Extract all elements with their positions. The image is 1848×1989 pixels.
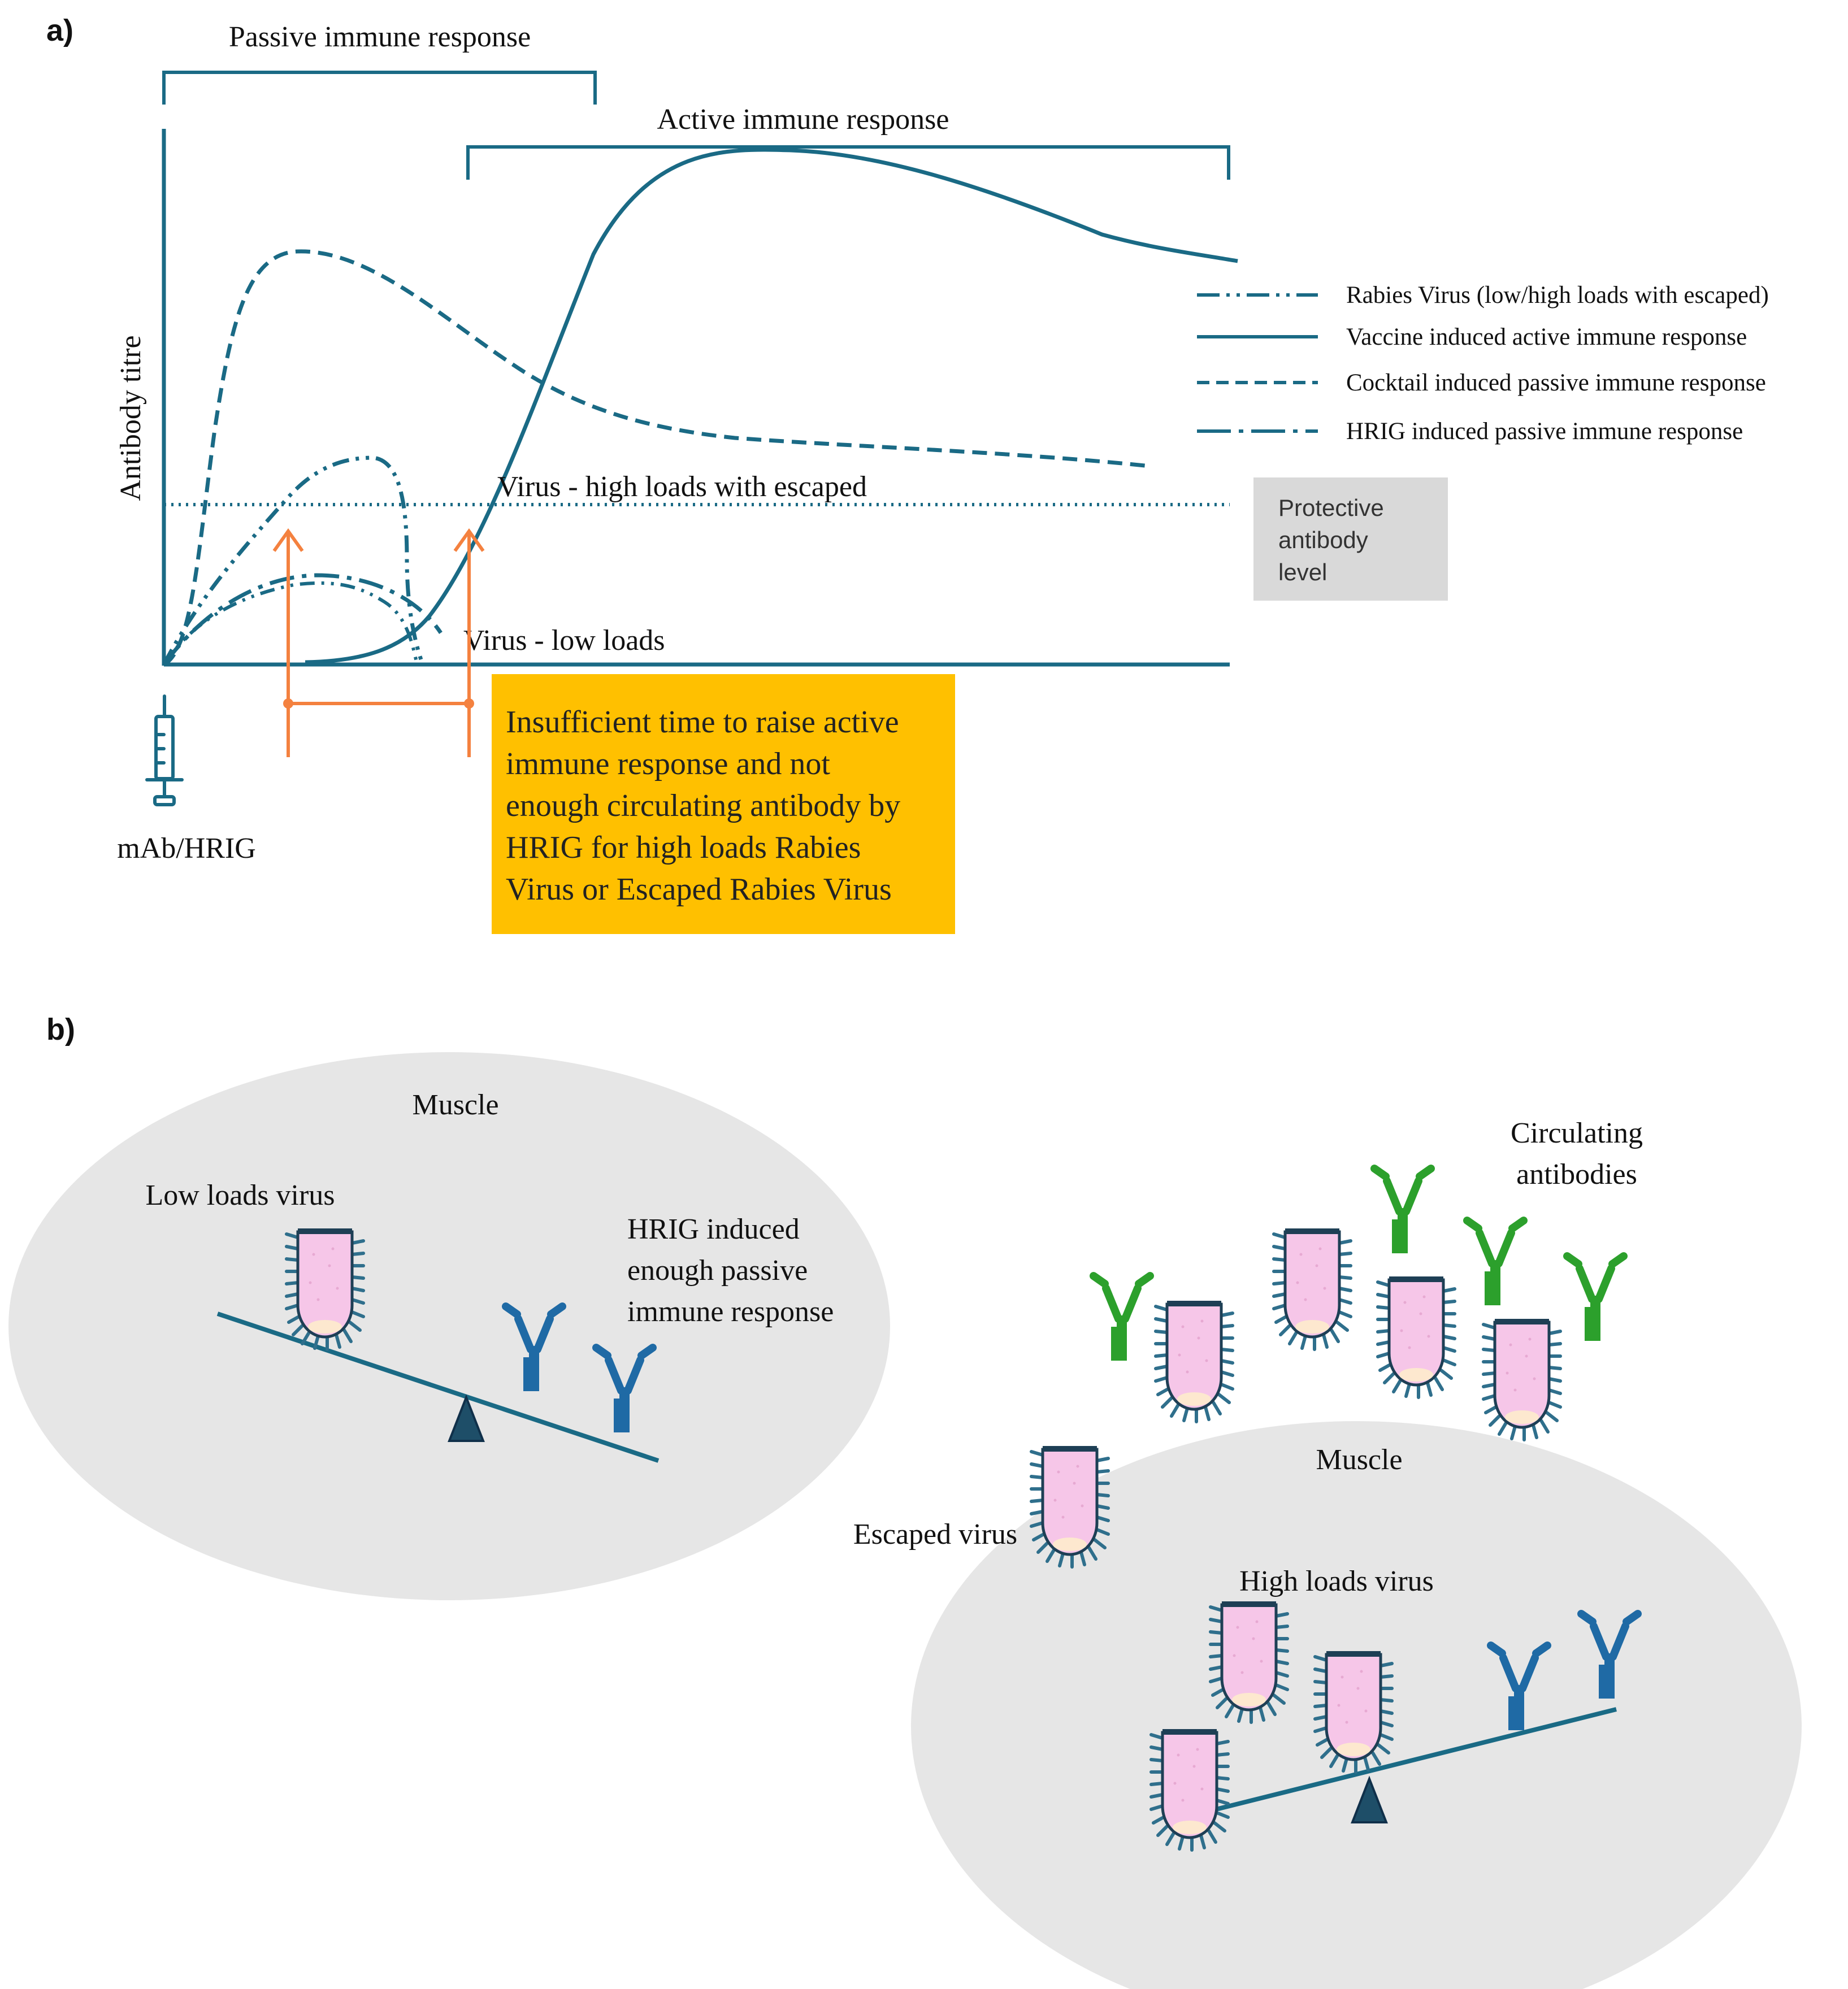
hrig-text-line-1: HRIG induced — [627, 1213, 800, 1245]
seesaw-left — [216, 1311, 660, 1463]
circulating-line-1: Circulating — [1511, 1117, 1643, 1149]
cocktail-passive-curve — [163, 249, 1151, 667]
gap-start-dot — [283, 698, 293, 709]
protective-line-2: antibody — [1278, 527, 1368, 553]
panel-a: a) Passive immune response Active immune… — [46, 14, 1769, 934]
syringe-label: mAb/HRIG — [117, 832, 256, 865]
syringe-icon — [145, 694, 184, 806]
vaccine-active-curve — [305, 147, 1238, 665]
note-line-4: HRIG for high loads Rabies — [506, 830, 861, 865]
legend-label-rabies: Rabies Virus (low/high loads with escape… — [1346, 282, 1769, 309]
insufficient-note-text: Insufficient time to raise active immune… — [506, 705, 900, 907]
rabies-virus-high-curve — [162, 455, 425, 666]
circulating-line-2: antibodies — [1516, 1158, 1637, 1191]
high-loads-line-label: Virus - high loads with escaped — [497, 471, 867, 503]
note-line-2: immune response and not — [506, 746, 830, 781]
active-bracket-label: Active immune response — [657, 103, 949, 136]
legend-label-cocktail: Cocktail induced passive immune response — [1346, 370, 1766, 396]
note-line-5: Virus or Escaped Rabies Virus — [506, 872, 892, 907]
low-loads-line-label: Virus - low loads — [463, 624, 665, 657]
panel-b-label: b) — [46, 1013, 75, 1046]
note-line-1: Insufficient time to raise active — [506, 705, 899, 740]
fulcrum-right — [1351, 1775, 1388, 1823]
hrig-text-line-2: enough passive — [627, 1254, 808, 1287]
note-line-3: enough circulating antibody by — [506, 788, 900, 823]
panel-a-label: a) — [46, 14, 73, 47]
panel-b: b) Muscle Low loads virus HRIG induced e… — [8, 1013, 1802, 1989]
seesaw-right — [1175, 1707, 1617, 1823]
circulating-antibody-3 — [1467, 1221, 1524, 1305]
legend-label-vaccine: Vaccine induced active immune response — [1346, 324, 1747, 350]
high-loads-virus-label: High loads virus — [1239, 1565, 1434, 1597]
legend-label-hrig: HRIG induced passive immune response — [1346, 418, 1743, 445]
muscle-left-label: Muscle — [412, 1089, 498, 1121]
virus-escaped-3 — [1274, 1228, 1351, 1349]
protective-line-1: Protective — [1278, 494, 1384, 521]
circulating-antibody-1 — [1094, 1276, 1150, 1361]
virus-escaped-5 — [1483, 1319, 1560, 1440]
virus-escaped-4 — [1378, 1276, 1455, 1397]
fulcrum-left — [448, 1394, 485, 1442]
low-loads-virus-label: Low loads virus — [145, 1179, 335, 1211]
escaped-virus-label: Escaped virus — [853, 1518, 1017, 1551]
insufficient-note-box — [492, 674, 955, 934]
virus-escaped-2 — [1156, 1301, 1233, 1422]
protective-line-3: level — [1278, 559, 1327, 585]
circulating-antibody-4 — [1567, 1256, 1624, 1341]
passive-bracket — [162, 71, 597, 105]
hrig-passive-curve — [162, 573, 443, 666]
muscle-right-label: Muscle — [1316, 1444, 1402, 1476]
legend: Rabies Virus (low/high loads with escape… — [1197, 282, 1769, 445]
y-axis-label: Antibody titre — [115, 335, 147, 501]
time-gap-annotation — [272, 528, 485, 757]
muscle-left — [8, 1052, 890, 1600]
active-bracket — [466, 145, 1230, 180]
hrig-text-line-3: immune response — [627, 1296, 834, 1328]
gap-end-dot — [464, 698, 474, 709]
circulating-antibody-2 — [1374, 1169, 1431, 1253]
passive-bracket-label: Passive immune response — [229, 21, 531, 53]
protective-level-box — [1253, 477, 1448, 601]
